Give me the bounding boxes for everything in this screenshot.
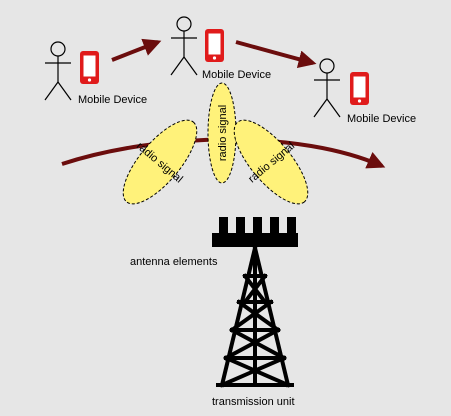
device-label: Mobile Device (347, 113, 416, 125)
mobile-phone-icon (205, 29, 224, 62)
mobile-device-3: Mobile Device (313, 58, 416, 125)
antenna-label: antenna elements (130, 256, 218, 268)
mobile-device-2: Mobile Device (170, 16, 271, 81)
mobile-phone-icon (350, 72, 369, 105)
beam-label: radio signal (217, 105, 229, 161)
person-icon (313, 58, 341, 118)
mobile-device-1: Mobile Device (44, 41, 147, 106)
person-icon (44, 41, 72, 101)
antenna-array-icon (212, 217, 298, 247)
movement-arrow-1 (111, 38, 162, 62)
mobile-phone-icon (80, 51, 99, 84)
device-label: Mobile Device (78, 94, 147, 106)
tower-label: transmission unit (212, 396, 295, 408)
movement-arrow-2 (235, 40, 317, 69)
lattice-tower-icon (216, 245, 294, 388)
beam-lobe-center: radio signal (207, 82, 237, 184)
beam-lobe-right: radio signal (233, 119, 309, 205)
person-icon (170, 16, 198, 76)
device-label: Mobile Device (202, 69, 271, 81)
beam-lobe-left: radio signal (122, 119, 198, 205)
